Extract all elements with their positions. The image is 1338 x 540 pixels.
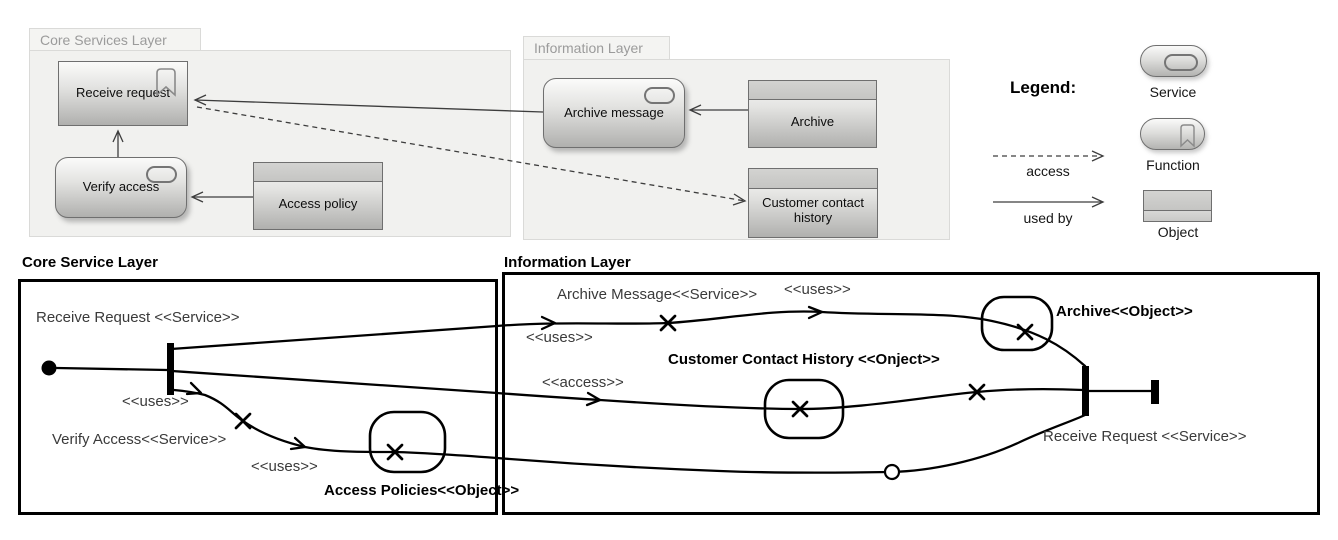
legend-object-shape — [1143, 190, 1212, 222]
legend-function-label: Function — [1146, 157, 1200, 173]
core-services-group-tab: Core Services Layer — [29, 28, 201, 50]
label-verify-access-service: Verify Access<<Service>> — [52, 431, 227, 448]
label-uses-verify: <<uses>> — [251, 458, 318, 475]
object-band — [254, 163, 382, 182]
legend-function-shape — [1140, 118, 1205, 150]
service-oval-icon — [1164, 54, 1198, 71]
label-archive-object: Archive<<Object>> — [1056, 303, 1193, 320]
function-bookmark-icon — [1180, 124, 1195, 148]
function-bookmark-icon — [156, 68, 176, 97]
verify-access-node: Verify access — [55, 157, 187, 218]
label-customer-contact-history-object: Customer Contact History <<Onject>> — [668, 351, 940, 368]
customer-contact-history-node: Customer contact history — [748, 168, 878, 238]
legend-access-label: access — [1026, 163, 1070, 179]
information-layer-header: Information Layer — [504, 254, 631, 271]
label-archive-message-service: Archive Message<<Service>> — [557, 286, 758, 303]
core-services-group-title: Core Services Layer — [40, 31, 167, 48]
core-service-layer-header: Core Service Layer — [22, 254, 158, 271]
object-band — [749, 81, 876, 100]
label-access-policies-object: Access Policies<<Object>> — [324, 482, 520, 499]
access-policy-label: Access policy — [278, 195, 358, 211]
object-band — [1144, 191, 1211, 211]
information-group-title: Information Layer — [534, 40, 643, 56]
archive-message-label: Archive message — [564, 104, 664, 120]
label-uses-fork: <<uses>> — [122, 393, 189, 410]
access-policy-node: Access policy — [253, 162, 383, 230]
object-band — [749, 169, 877, 189]
label-receive-request-service-right: Receive Request <<Service>> — [1043, 428, 1247, 445]
customer-contact-history-label: Customer contact history — [762, 195, 864, 225]
legend-service-shape — [1140, 45, 1207, 77]
receive-request-label: Receive request — [76, 85, 170, 101]
legend-title: Legend: — [1010, 78, 1077, 97]
label-receive-request-service-left: Receive Request <<Service>> — [36, 309, 240, 326]
label-uses-top: <<uses>> — [526, 329, 593, 346]
legend-used-by-label: used by — [1023, 210, 1073, 226]
archive-label: Archive — [790, 113, 835, 129]
receive-request-node: Receive request — [58, 61, 188, 126]
service-oval-icon — [644, 87, 675, 104]
legend-service-label: Service — [1149, 84, 1197, 100]
legend-object-label: Object — [1157, 224, 1199, 240]
label-access-rel: <<access>> — [542, 374, 624, 391]
archive-node: Archive — [748, 80, 877, 148]
information-layer-panel — [502, 272, 1320, 515]
label-uses-archive: <<uses>> — [784, 281, 851, 298]
verify-access-label: Verify access — [82, 179, 160, 195]
information-group-tab: Information Layer — [523, 36, 670, 59]
archive-message-node: Archive message — [543, 78, 685, 148]
service-oval-icon — [146, 166, 177, 183]
